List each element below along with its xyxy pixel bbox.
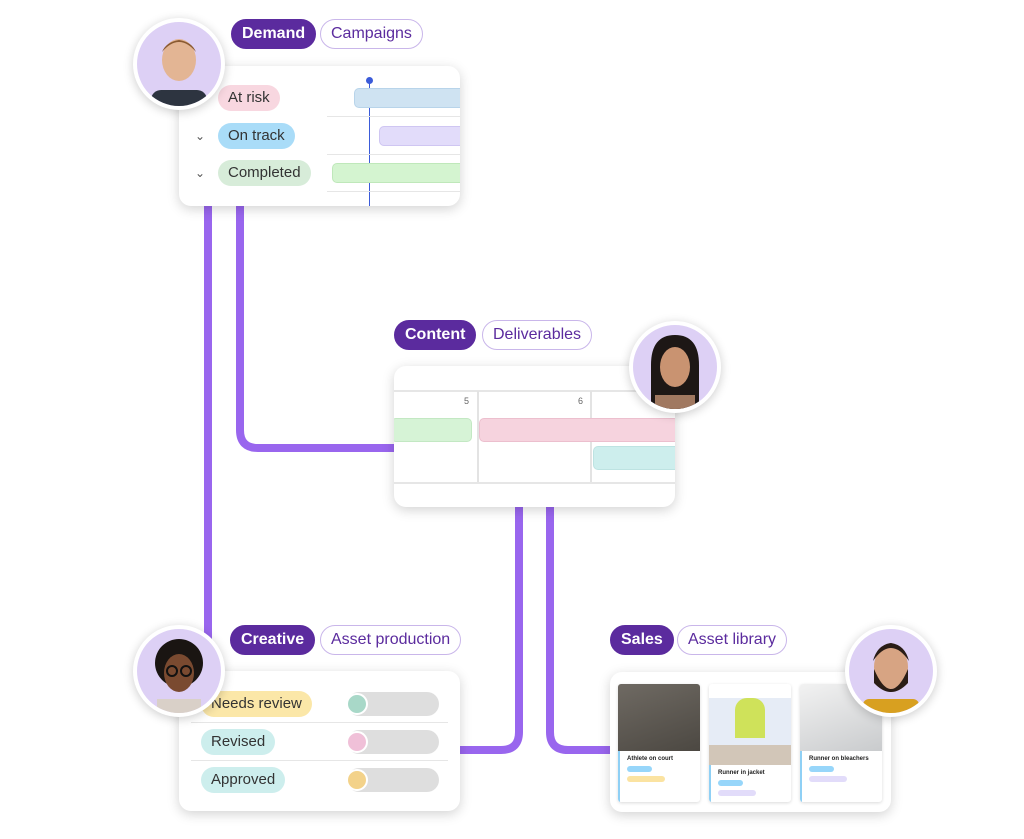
assignee-avatar: [346, 769, 368, 791]
status-needs-review[interactable]: Needs review: [201, 691, 312, 717]
divider: [327, 116, 460, 117]
person-icon: [863, 643, 919, 713]
creative-card: Needs review Revised Approved: [179, 671, 460, 811]
divider: [477, 391, 479, 482]
content-calendar-card: 5 6: [394, 366, 675, 507]
asset-tile[interactable]: Athlete on court: [618, 684, 700, 802]
tag-asset-production[interactable]: Asset production: [320, 625, 462, 655]
tag-deliverables[interactable]: Deliverables: [482, 320, 593, 350]
calendar-event[interactable]: [593, 446, 675, 470]
asset-tag: [718, 780, 743, 786]
divider: [191, 722, 448, 723]
today-marker: [369, 80, 370, 206]
asset-tag: [809, 766, 834, 772]
asset-tag: [627, 776, 665, 782]
status-approved[interactable]: Approved: [201, 767, 286, 793]
assignee-toggle[interactable]: [346, 692, 439, 716]
status-on-track[interactable]: On track: [218, 123, 295, 149]
asset-tag: [627, 766, 652, 772]
avatar: [629, 321, 721, 413]
today-marker-dot: [366, 77, 373, 84]
asset-image: [618, 684, 700, 751]
asset-image: [709, 698, 791, 765]
status-revised[interactable]: Revised: [201, 729, 276, 755]
assignee-avatar: [346, 731, 368, 753]
asset-tag: [718, 790, 756, 796]
assignee-toggle[interactable]: [346, 768, 439, 792]
calendar-event[interactable]: [479, 418, 675, 442]
tag-demand[interactable]: Demand: [231, 19, 317, 49]
tag-content[interactable]: Content: [394, 320, 477, 350]
asset-title: Runner in jacket: [718, 770, 765, 776]
status-completed[interactable]: Completed: [218, 160, 311, 186]
assignee-avatar: [346, 693, 368, 715]
person-icon: [155, 639, 203, 713]
connector-content-creative: [455, 505, 523, 754]
chevron-down-icon[interactable]: ⌄: [195, 166, 206, 180]
day-label: 5: [464, 396, 470, 406]
divider: [394, 390, 675, 392]
assignee-toggle[interactable]: [346, 730, 439, 754]
divider: [191, 760, 448, 761]
asset-title: Runner on bleachers: [809, 756, 869, 762]
divider: [327, 191, 460, 192]
asset-title: Athlete on court: [627, 756, 673, 762]
divider: [394, 482, 675, 484]
sales-asset-card: Athlete on court Runner in jacket Runner…: [610, 672, 891, 812]
day-label: 6: [578, 396, 584, 406]
asset-tag: [809, 776, 847, 782]
avatar: [845, 625, 937, 717]
tag-creative[interactable]: Creative: [230, 625, 316, 655]
person-icon: [151, 39, 207, 106]
tag-campaigns[interactable]: Campaigns: [320, 19, 423, 49]
tag-sales[interactable]: Sales: [610, 625, 674, 655]
gantt-bar[interactable]: [354, 88, 460, 108]
calendar-event[interactable]: [394, 418, 472, 442]
avatar: [133, 625, 225, 717]
connector-content-sales: [546, 505, 615, 754]
person-icon: [651, 335, 699, 409]
divider: [327, 154, 460, 155]
connector-demand-content: [236, 200, 400, 452]
status-at-risk[interactable]: At risk: [218, 85, 280, 111]
avatar: [133, 18, 225, 110]
asset-tile[interactable]: Runner in jacket: [709, 684, 791, 802]
gantt-bar[interactable]: [379, 126, 460, 146]
tag-asset-library[interactable]: Asset library: [677, 625, 788, 655]
gantt-bar[interactable]: [332, 163, 460, 183]
chevron-down-icon[interactable]: ⌄: [195, 129, 206, 143]
demand-card: At risk ⌄ On track ⌄ Completed: [179, 66, 460, 206]
